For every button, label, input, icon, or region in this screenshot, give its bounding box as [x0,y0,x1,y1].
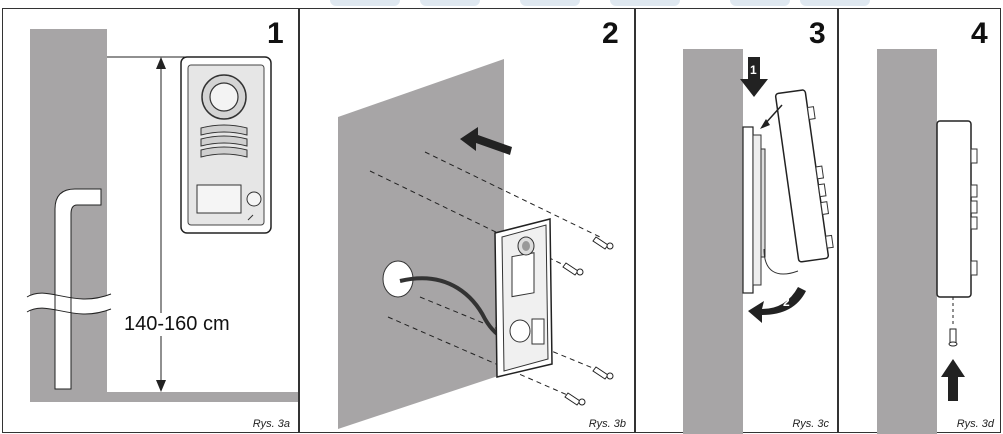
wall [683,49,743,434]
figure-caption: Rys. 3c [792,418,829,430]
figure-caption: Rys. 3a [252,418,290,430]
top-strip [0,0,1003,8]
panel-4: 4 Rys. 3d [838,8,1001,434]
panel-2: 2 Rys. 3b [299,8,635,433]
height-measurement: 140-160 cm [122,313,232,336]
panel-number: 2 [602,17,619,50]
panel-4-illustration [877,49,978,434]
wall [877,49,937,434]
cable-conduit [54,188,102,390]
figure-caption: Rys. 3b [588,418,626,430]
door-station-front [180,56,272,234]
panel-number: 4 [971,17,988,50]
panel-number: 1 [267,17,284,50]
mounted-device [936,120,978,298]
panel-number: 3 [809,17,826,50]
panel-1: 1 140-160 cm Rys. 3a [2,8,299,433]
panel-2-illustration [338,59,614,429]
direction-arrow [460,127,512,155]
front-panel-tilted [774,89,834,263]
panel-3: 3 1 2 Rys. 3c [635,8,838,434]
step-2-arrow [748,287,806,323]
panel-3-illustration [683,49,834,434]
panel-1-illustration [26,29,298,402]
mounting-frame [494,218,553,378]
step-1-arrow [740,57,768,97]
step-2-label: 2 [783,295,790,309]
up-arrow [941,359,965,401]
wall [338,59,504,429]
bottom-screw [948,328,958,347]
figure-caption: Rys. 3d [956,418,994,430]
step-1-label: 1 [750,63,757,77]
screws [562,236,614,406]
mounted-backplate [742,126,766,294]
floor [30,392,298,402]
